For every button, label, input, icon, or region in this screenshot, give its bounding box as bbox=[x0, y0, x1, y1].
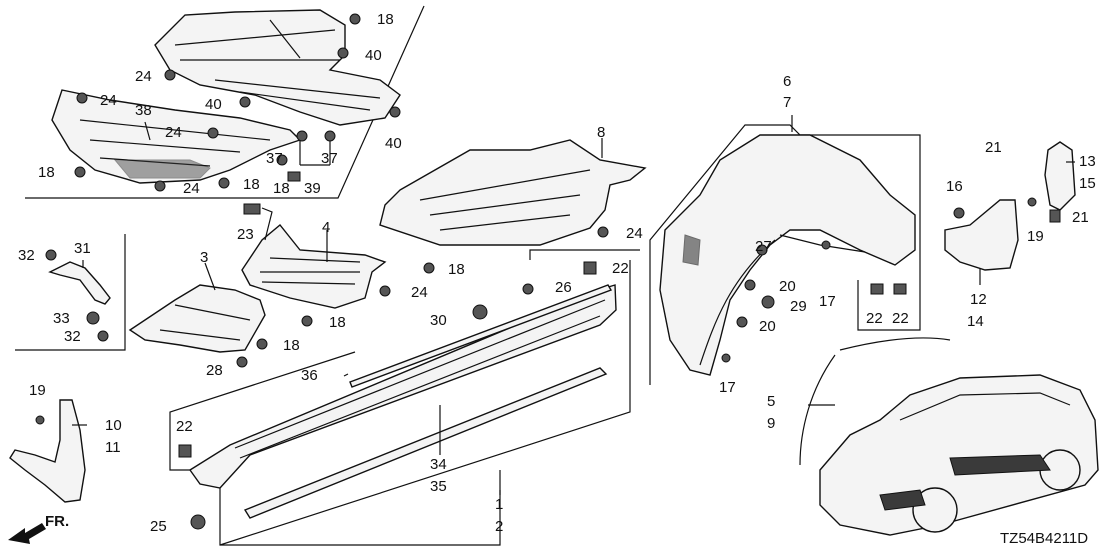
callout-3: 3 bbox=[200, 249, 208, 266]
callout-18e: 18 bbox=[448, 261, 465, 278]
callout-22b: 22 bbox=[176, 418, 193, 435]
rear-mudguard bbox=[944, 199, 1019, 271]
callout-16: 16 bbox=[946, 178, 963, 195]
callout-24e: 24 bbox=[626, 225, 643, 242]
callout-34: 34 bbox=[430, 456, 447, 473]
callout-22a: 22 bbox=[612, 260, 629, 277]
diagram-code: TZ54B4211D bbox=[1000, 530, 1088, 547]
callout-21a: 21 bbox=[985, 139, 1002, 156]
callout-24f: 24 bbox=[411, 284, 428, 301]
callout-31: 31 bbox=[74, 240, 91, 257]
callout-27: 27 bbox=[755, 238, 772, 255]
direction-label: FR. bbox=[45, 513, 69, 530]
callout-18a: 18 bbox=[377, 11, 394, 28]
callout-9: 9 bbox=[767, 415, 775, 432]
callout-40a: 40 bbox=[365, 47, 382, 64]
callout-32a: 32 bbox=[18, 247, 35, 264]
front-upper-undercover bbox=[154, 9, 401, 126]
callout-10: 10 bbox=[105, 417, 122, 434]
leader-lines bbox=[72, 115, 1075, 495]
callout-20a: 20 bbox=[779, 278, 796, 295]
callout-22d: 22 bbox=[892, 310, 909, 327]
callout-28: 28 bbox=[206, 362, 223, 379]
part-31-bracket bbox=[48, 261, 111, 305]
callout-7: 7 bbox=[783, 94, 791, 111]
front-direction-arrow-icon: FR. bbox=[8, 513, 69, 544]
callout-19b: 19 bbox=[29, 382, 46, 399]
callout-24c: 24 bbox=[165, 124, 182, 141]
callout-18b: 18 bbox=[38, 164, 55, 181]
part-3-splash-shield bbox=[128, 284, 266, 353]
callout-8: 8 bbox=[597, 124, 605, 141]
callout-35: 35 bbox=[430, 478, 447, 495]
callout-39: 39 bbox=[304, 180, 321, 197]
side-sill-molding bbox=[243, 367, 608, 519]
vehicle-silhouette bbox=[799, 337, 1099, 536]
front-mudguard bbox=[9, 399, 86, 503]
callout-37a: 37 bbox=[266, 150, 283, 167]
upper-strip bbox=[349, 284, 613, 388]
callout-1: 1 bbox=[495, 496, 503, 513]
callout-40b: 40 bbox=[205, 96, 222, 113]
part-4-undercover bbox=[241, 207, 387, 309]
callout-4: 4 bbox=[322, 219, 330, 236]
callout-26: 26 bbox=[555, 279, 572, 296]
callout-22c: 22 bbox=[866, 310, 883, 327]
callout-21b: 21 bbox=[1072, 209, 1089, 226]
part-8-undercover bbox=[379, 139, 647, 246]
rear-undercover bbox=[51, 89, 302, 184]
callout-18f: 18 bbox=[329, 314, 346, 331]
callout-12: 12 bbox=[970, 291, 987, 308]
callout-24b: 24 bbox=[100, 92, 117, 109]
callout-14: 14 bbox=[967, 313, 984, 330]
callout-37b: 37 bbox=[321, 150, 338, 167]
callout-38: 38 bbox=[135, 102, 152, 119]
callout-25: 25 bbox=[150, 518, 167, 535]
callout-6: 6 bbox=[783, 73, 791, 90]
side-sill-garnish bbox=[188, 284, 617, 489]
callout-18g: 18 bbox=[283, 337, 300, 354]
callout-18d: 18 bbox=[273, 180, 290, 197]
callout-2: 2 bbox=[495, 518, 503, 535]
callout-23: 23 bbox=[237, 226, 254, 243]
callout-5: 5 bbox=[767, 393, 775, 410]
callout-18c: 18 bbox=[243, 176, 260, 193]
callout-30: 30 bbox=[430, 312, 447, 329]
callout-24d: 24 bbox=[183, 180, 200, 197]
callout-33: 33 bbox=[53, 310, 70, 327]
fasteners bbox=[35, 13, 1061, 530]
callout-labels: 1 2 3 4 5 6 7 8 9 10 11 12 13 14 15 16 1… bbox=[18, 11, 1096, 547]
callout-17a: 17 bbox=[819, 293, 836, 310]
callout-17b: 17 bbox=[719, 379, 736, 396]
fender-liner bbox=[659, 134, 916, 376]
callout-32b: 32 bbox=[64, 328, 81, 345]
callout-29: 29 bbox=[790, 298, 807, 315]
callout-20b: 20 bbox=[759, 318, 776, 335]
callout-15: 15 bbox=[1079, 175, 1096, 192]
callout-13: 13 bbox=[1079, 153, 1096, 170]
callout-40c: 40 bbox=[385, 135, 402, 152]
part-13-bracket bbox=[1044, 141, 1076, 211]
callout-11: 11 bbox=[105, 439, 121, 456]
callout-24a: 24 bbox=[135, 68, 152, 85]
callout-36: 36 bbox=[301, 367, 318, 384]
callout-19a: 19 bbox=[1027, 228, 1044, 245]
